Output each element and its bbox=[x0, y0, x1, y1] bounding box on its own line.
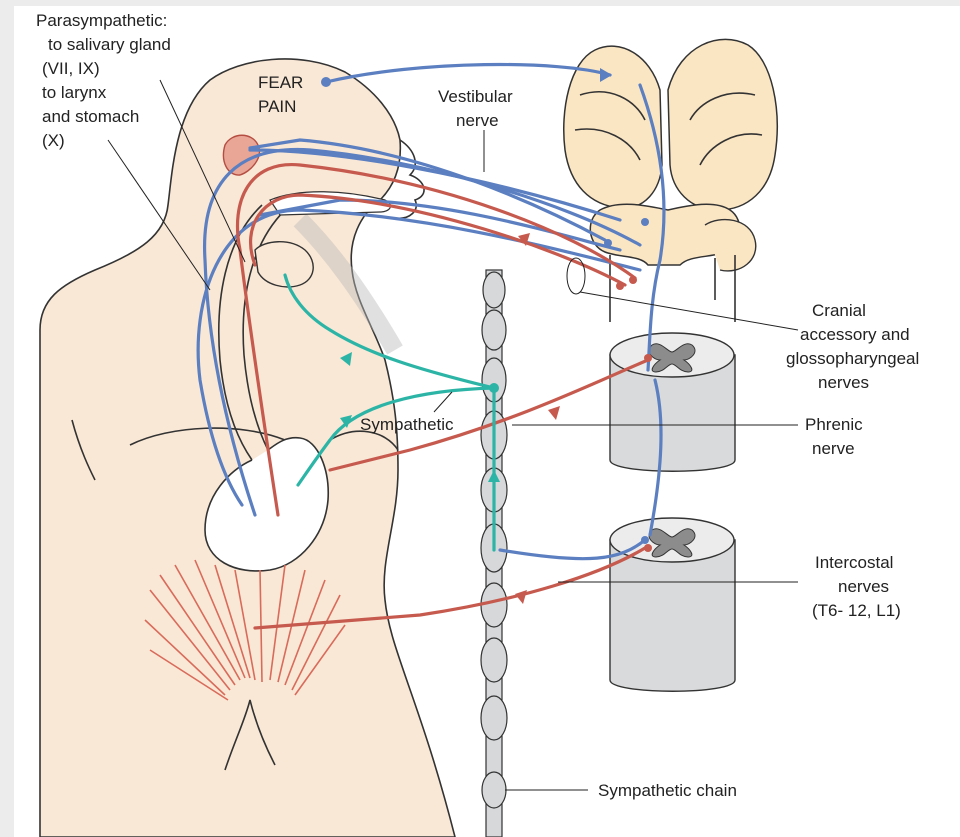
label-parasympathetic: (X) bbox=[42, 131, 65, 150]
label-parasympathetic: and stomach bbox=[42, 107, 139, 126]
sympathetic-chain bbox=[481, 270, 507, 837]
label-sympathetic: Sympathetic bbox=[360, 415, 454, 434]
label-phrenic: Phrenic bbox=[805, 415, 863, 434]
brain bbox=[564, 39, 777, 322]
leader-sympathetic bbox=[434, 392, 452, 412]
motor-nucleus bbox=[616, 282, 624, 290]
chain-ganglion bbox=[481, 696, 507, 740]
fear-pain-node bbox=[321, 77, 331, 87]
motor-nucleus bbox=[644, 354, 652, 362]
label-cranial: glossopharyngeal bbox=[786, 349, 919, 368]
label-parasympathetic: Parasympathetic: bbox=[36, 11, 167, 30]
label-parasympathetic: to larynx bbox=[42, 83, 107, 102]
label-vestibular: Vestibular bbox=[438, 87, 513, 106]
spinal-cord-upper bbox=[610, 333, 735, 471]
motor-nucleus bbox=[644, 544, 652, 552]
nucleus-dot bbox=[604, 239, 612, 247]
label-parasympathetic: to salivary gland bbox=[48, 35, 171, 54]
label-intercostal: Intercostal bbox=[815, 553, 893, 572]
label-pain: PAIN bbox=[258, 97, 296, 116]
leader-cranial bbox=[580, 292, 798, 330]
label-parasympathetic: (VII, IX) bbox=[42, 59, 100, 78]
body-silhouette bbox=[40, 59, 455, 837]
arrowhead bbox=[548, 406, 560, 420]
torso-outline bbox=[40, 59, 455, 837]
motor-nucleus bbox=[629, 276, 637, 284]
label-vestibular: nerve bbox=[456, 111, 499, 130]
chain-ganglion bbox=[482, 310, 506, 350]
cerebellum-lobe bbox=[705, 220, 756, 271]
chain-ganglion bbox=[481, 583, 507, 627]
label-fear: FEAR bbox=[258, 73, 303, 92]
label-intercostal: nerves bbox=[838, 577, 889, 596]
nucleus-dot bbox=[641, 218, 649, 226]
chain-ganglion bbox=[483, 272, 505, 308]
label-cranial: accessory and bbox=[800, 325, 910, 344]
cerebral-hemisphere-right bbox=[668, 39, 777, 210]
ganglion-node bbox=[489, 383, 499, 393]
cerebral-hemisphere-left bbox=[564, 46, 662, 208]
spinal-cord-lower bbox=[610, 518, 735, 691]
nucleus-dot bbox=[641, 536, 649, 544]
chain-ganglion bbox=[482, 772, 506, 808]
label-cranial: Cranial bbox=[812, 301, 866, 320]
label-sympathetic-chain: Sympathetic chain bbox=[598, 781, 737, 800]
fear-pain-afferent bbox=[326, 65, 610, 82]
label-cranial: nerves bbox=[818, 373, 869, 392]
label-intercostal: (T6- 12, L1) bbox=[812, 601, 901, 620]
chain-ganglion bbox=[481, 638, 507, 682]
label-phrenic: nerve bbox=[812, 439, 855, 458]
